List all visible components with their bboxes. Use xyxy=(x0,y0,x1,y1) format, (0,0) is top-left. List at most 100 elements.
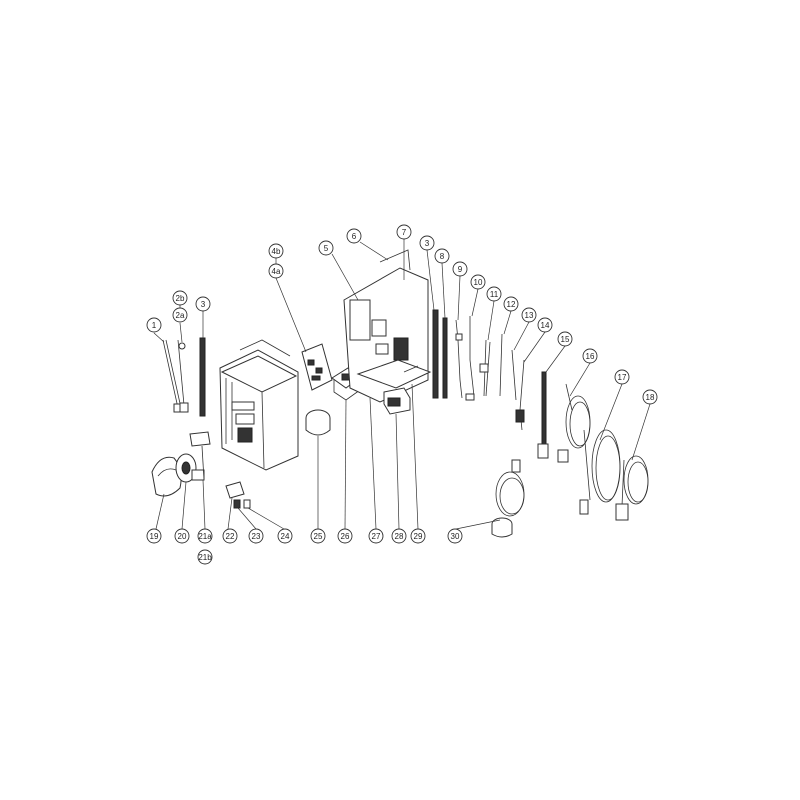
callout-circle xyxy=(268,243,284,259)
callout-circle xyxy=(410,528,426,544)
callout-circle xyxy=(503,296,519,312)
callout-circle xyxy=(310,528,326,544)
callout-circle xyxy=(582,348,598,364)
callout-c4a: 4a xyxy=(268,263,284,279)
callout-label: 2a xyxy=(176,311,185,320)
callout-c21b: 21b xyxy=(197,549,213,565)
callout-circle xyxy=(447,528,463,544)
callout-circle xyxy=(222,528,238,544)
callout-label: 2b xyxy=(176,294,185,303)
callout-label: 3 xyxy=(201,300,206,309)
callout-c2b: 2b xyxy=(172,290,188,306)
callout-circle xyxy=(268,263,284,279)
callout-label: 11 xyxy=(490,290,499,299)
callout-c24: 24 xyxy=(277,528,293,544)
callout-c6: 6 xyxy=(346,228,362,244)
callout-circle xyxy=(174,528,190,544)
part-12-cable xyxy=(499,333,503,397)
callout-label: 17 xyxy=(618,373,627,382)
part-10-cable xyxy=(465,316,475,401)
callout-c23: 23 xyxy=(248,528,264,544)
callout-c26: 26 xyxy=(337,528,353,544)
part-chassis xyxy=(343,249,432,403)
callout-label: 3 xyxy=(425,239,430,248)
part-22-bracket xyxy=(225,481,245,499)
callout-circle xyxy=(368,528,384,544)
part-25-cylinder xyxy=(305,409,331,436)
callout-label: 28 xyxy=(395,532,404,541)
callout-label: 13 xyxy=(525,311,534,320)
part-30-hose-fitting xyxy=(491,459,525,538)
part-enclosure xyxy=(219,339,299,471)
callout-circle xyxy=(337,528,353,544)
callout-label: 23 xyxy=(252,532,261,541)
part-24-screw xyxy=(243,499,251,509)
callout-c21a: 21a xyxy=(197,528,213,544)
callout-circle xyxy=(396,224,412,240)
callout-c16: 16 xyxy=(582,348,598,364)
callout-label: 10 xyxy=(474,278,483,287)
callout-circle xyxy=(318,240,334,256)
callout-c11: 11 xyxy=(486,286,502,302)
part-11-cable xyxy=(479,339,491,397)
callout-circle xyxy=(277,528,293,544)
callout-c4b: 4b xyxy=(268,243,284,259)
callout-label: 16 xyxy=(586,352,595,361)
callout-circle xyxy=(346,228,362,244)
part-1-probe xyxy=(162,339,185,413)
callout-label: 26 xyxy=(341,532,350,541)
callout-label: 4b xyxy=(272,247,281,256)
callout-label: 5 xyxy=(324,244,329,253)
part-19-cover-cap xyxy=(151,456,182,497)
callout-c3b: 3 xyxy=(419,235,435,251)
part-9-cable xyxy=(455,319,463,399)
callout-label: 6 xyxy=(352,232,357,241)
part-8-gasket xyxy=(442,317,448,399)
callout-label: 14 xyxy=(541,321,550,330)
callout-label: 20 xyxy=(178,532,187,541)
callout-circle xyxy=(419,235,435,251)
callout-circle xyxy=(172,307,188,323)
callout-c29: 29 xyxy=(410,528,426,544)
callout-label: 21a xyxy=(198,532,212,541)
callout-c9: 9 xyxy=(452,261,468,277)
callout-c30: 30 xyxy=(447,528,463,544)
callout-label: 15 xyxy=(561,335,570,344)
part-23-screw xyxy=(233,499,241,509)
callout-label: 18 xyxy=(646,393,655,402)
callout-c8: 8 xyxy=(434,248,450,264)
callout-c12: 12 xyxy=(503,296,519,312)
callout-circle xyxy=(248,528,264,544)
part-13-cable xyxy=(511,349,517,401)
callout-label: 22 xyxy=(226,532,235,541)
callout-label: 8 xyxy=(440,252,445,261)
callout-c14: 14 xyxy=(537,317,553,333)
callout-circle xyxy=(557,331,573,347)
callout-circle xyxy=(642,389,658,405)
part-16-coiled-cable xyxy=(557,383,591,463)
callout-label: 21b xyxy=(198,553,212,562)
leader-lines xyxy=(153,239,651,530)
callout-circle xyxy=(172,290,188,306)
part-14-connector xyxy=(515,359,525,431)
callout-c18: 18 xyxy=(642,389,658,405)
callout-c7: 7 xyxy=(396,224,412,240)
callout-c17: 17 xyxy=(614,369,630,385)
callout-label: 24 xyxy=(281,532,290,541)
callout-c15: 15 xyxy=(557,331,573,347)
callout-circle xyxy=(452,261,468,277)
callout-circle xyxy=(434,248,450,264)
callout-label: 27 xyxy=(372,532,381,541)
callout-c28: 28 xyxy=(391,528,407,544)
callout-c19: 19 xyxy=(146,528,162,544)
callout-label: 9 xyxy=(458,265,463,274)
callout-c5: 5 xyxy=(318,240,334,256)
callout-circle xyxy=(195,296,211,312)
callout-circle xyxy=(470,274,486,290)
callout-c3a: 3 xyxy=(195,296,211,312)
callout-label: 12 xyxy=(507,300,516,309)
callout-circle xyxy=(197,549,213,565)
